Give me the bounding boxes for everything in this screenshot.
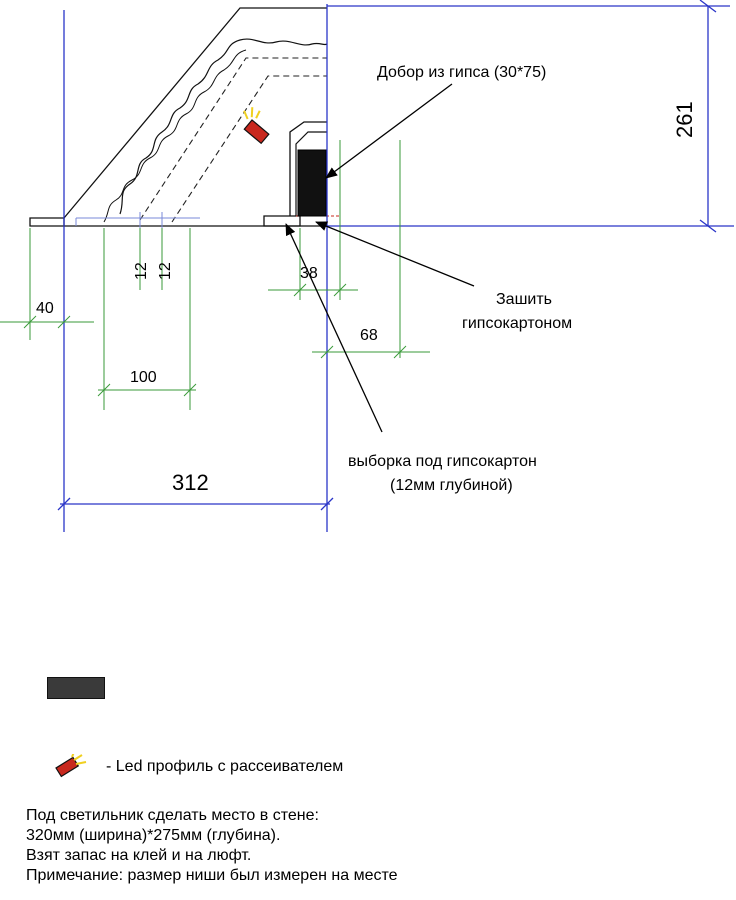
note-line-3: Взят запас на клей и на люфт.: [26, 847, 252, 864]
led-profile-icon: [55, 754, 87, 778]
legend-led-row: - Led профиль с рассеивателем: [52, 754, 343, 780]
dimension-12-first: 12: [133, 262, 150, 280]
dimension-312: 312: [172, 470, 209, 495]
dimension-261: 261: [672, 101, 697, 138]
molding-profile: [29, 7, 340, 227]
note-line-1: Под светильник сделать место в стене:: [26, 807, 319, 824]
gypsum-trim-block: [297, 149, 327, 217]
note-line-4: Примечание: размер ниши был измерен на м…: [26, 867, 398, 884]
dimension-100: 100: [130, 369, 157, 386]
note-line-2: 320мм (ширина)*275мм (глубина).: [26, 827, 281, 844]
baseline-ticks: [75, 212, 200, 230]
callout-leaders: [285, 83, 475, 433]
green-dimension-lines: [0, 140, 430, 410]
dimension-40: 40: [36, 300, 54, 317]
legend-led-text: - Led профиль с рассеивателем: [106, 758, 344, 775]
note-block: Под светильник сделать место в стене: 32…: [26, 806, 726, 886]
led-profile-icon-drawing: [243, 107, 270, 145]
callout-groove-line1: выборка под гипсокартон: [348, 453, 537, 470]
legend-gypsum-swatch-icon: [47, 677, 105, 699]
callout-groove-line2: (12мм глубиной): [390, 477, 513, 494]
dimension-68: 68: [360, 327, 378, 344]
callout-drywall-line2: гипсокартоном: [462, 315, 572, 332]
callout-gypsum-trim: Добор из гипса (30*75): [377, 64, 546, 81]
callout-drywall-line1: Зашить: [496, 291, 552, 308]
dimension-12-second: 12: [157, 262, 174, 280]
blue-dimension-lines: [57, 0, 734, 532]
